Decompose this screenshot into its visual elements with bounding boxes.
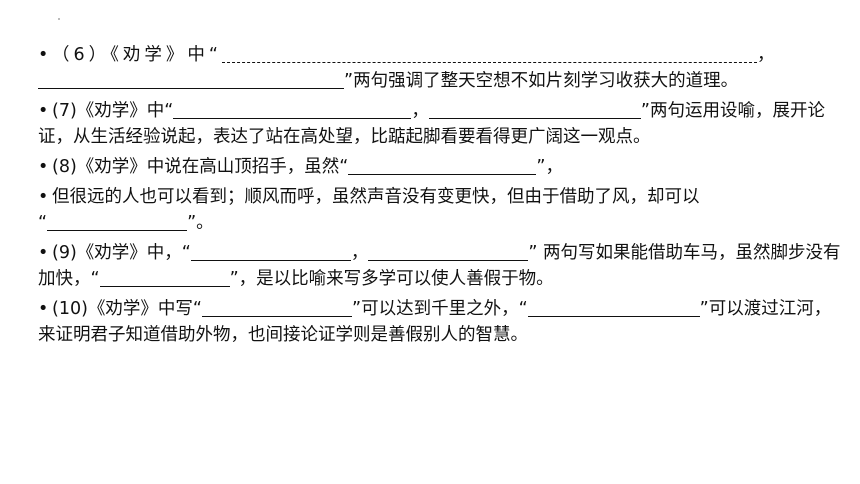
question-number: (9) xyxy=(52,243,77,263)
bullet-icon: • xyxy=(38,157,49,177)
answer-blank[interactable] xyxy=(428,100,641,119)
answer-blank[interactable] xyxy=(47,212,188,231)
answer-blank[interactable] xyxy=(190,242,351,261)
bullet-icon: • xyxy=(38,187,49,207)
bullet-icon: • xyxy=(38,299,49,319)
question-text-after: ”可以达到千里之外，“ xyxy=(352,299,528,319)
question-text-after: ”两句运用设喻，展开论证，从生活经验说起，表达了站在高处望，比踮起脚看要看得更广… xyxy=(38,101,825,147)
question-number: (7) xyxy=(52,101,77,121)
question-8-continued: •但很远的人也可以看到；顺风而呼，虽然声音没有变更快，但由于借助了风，却可以 “… xyxy=(38,184,846,236)
question-10: •(10)《劝学》中写“ ”可以达到千里之外，“”可以渡过江河，来证明君子知道借助… xyxy=(38,296,846,348)
question-comma: ， xyxy=(350,243,369,263)
question-text-before: 但很远的人也可以看到；顺风而呼，虽然声音没有变更快，但由于借助了风，却可以 xyxy=(52,187,700,207)
open-quote: “ xyxy=(38,213,48,233)
answer-blank[interactable] xyxy=(38,70,344,89)
decorative-dot xyxy=(58,18,60,20)
answer-blank[interactable] xyxy=(99,268,230,287)
question-text-after: ” 两句写如果能借助车马，虽然脚步没有加快，“ xyxy=(38,243,841,289)
question-text-before: 《劝学》中说在高山顶招手，虽然“ xyxy=(76,157,349,177)
question-text-before: 《劝学》中“ xyxy=(110,45,222,65)
question-text-after: ”， xyxy=(536,157,563,177)
answer-blank[interactable] xyxy=(348,156,537,175)
question-6: •（6）《劝学》中“ ， ”两句强调了整天空想不如片刻学习收获大的道理。 xyxy=(38,42,846,94)
question-comma: ， xyxy=(411,101,429,121)
answer-blank[interactable] xyxy=(221,44,757,63)
bullet-icon: • xyxy=(38,45,49,65)
answer-blank[interactable] xyxy=(527,298,700,317)
bullet-icon: • xyxy=(38,101,49,121)
question-text-after-2: ”，是以比喻来写多学可以使人善假于物。 xyxy=(229,269,554,289)
question-list: •（6）《劝学》中“， ”两句强调了整天空想不如片刻学习收获大的道理。 •(7)… xyxy=(38,42,846,352)
question-text-before: 《劝学》中写“ xyxy=(87,299,203,319)
question-number: （6） xyxy=(52,45,111,65)
question-comma: ， xyxy=(756,45,775,65)
question-7: •(7)《劝学》中“ ，”两句运用设喻，展开论证，从生活经验说起，表达了站在高处望… xyxy=(38,98,846,150)
answer-blank[interactable] xyxy=(173,100,412,119)
answer-blank[interactable] xyxy=(202,298,353,317)
question-text-before: 《劝学》中，“ xyxy=(76,243,191,263)
answer-blank[interactable] xyxy=(368,242,529,261)
question-text-after: ”。 xyxy=(187,213,214,233)
question-8: •(8)《劝学》中说在高山顶招手，虽然“ ”， xyxy=(38,154,846,180)
question-number: (8) xyxy=(52,157,77,177)
question-9: •(9)《劝学》中，“ ，” 两句写如果能借助车马，虽然脚步没有加快，“”，是以比… xyxy=(38,240,846,292)
question-text-after: ”两句强调了整天空想不如片刻学习收获大的道理。 xyxy=(344,71,739,91)
question-text-before: 《劝学》中“ xyxy=(76,101,174,121)
question-text-after-2: ”可以渡过江河，来证明君子知道借助外物，也间接论证学则是善假别人的智慧。 xyxy=(38,299,832,345)
question-number: (10) xyxy=(52,299,88,319)
bullet-icon: • xyxy=(38,243,49,263)
